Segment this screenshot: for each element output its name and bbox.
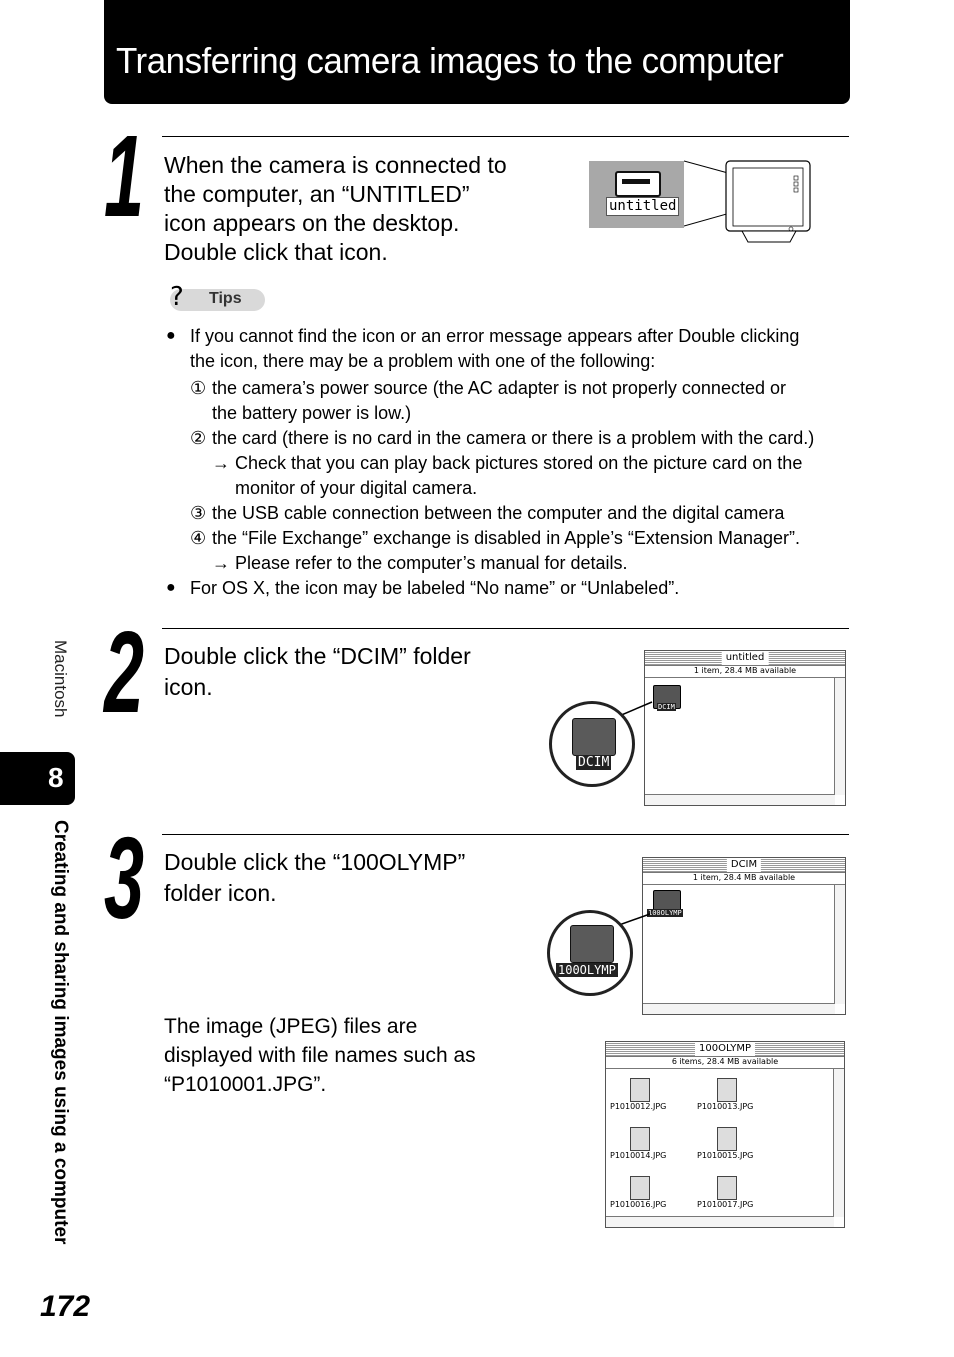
step2-text: Double click the “DCIM” folder icon.	[164, 641, 471, 703]
file-name: P1010016.JPG	[610, 1200, 667, 1209]
tip-line: Check that you can play back pictures st…	[235, 453, 803, 473]
disk-icon	[615, 171, 661, 197]
jpeg-file-icon[interactable]	[717, 1078, 737, 1102]
window-titlebar: DCIM	[643, 858, 845, 873]
window-title: DCIM	[726, 858, 762, 872]
title-bar: Transferring camera images to the comput…	[104, 0, 850, 104]
tip-item-3: the USB cable connection between the com…	[212, 503, 785, 523]
olymp-folder-label: 100OLYMP	[647, 909, 683, 917]
question-icon: ?	[170, 282, 184, 312]
file-name: P1010015.JPG	[697, 1151, 754, 1160]
jpeg-file-icon[interactable]	[630, 1078, 650, 1102]
page-title: Transferring camera images to the comput…	[116, 40, 784, 81]
tip-item-4-marker: ④	[190, 528, 207, 548]
chapter-number: 8	[48, 762, 64, 793]
vertical-scrollbar[interactable]	[833, 1069, 844, 1217]
tip-line: the icon, there may be a problem with on…	[190, 351, 656, 371]
step1-line: icon appears on the desktop.	[164, 210, 460, 236]
window-info: 1 item, 28.4 MB available	[645, 665, 845, 678]
tip-bullet-1: If you cannot find the icon or an error …	[190, 324, 855, 374]
chapter-tab: 8	[0, 752, 75, 805]
arrow-icon: →	[212, 553, 230, 573]
jpeg-file-icon[interactable]	[630, 1127, 650, 1151]
step1-line: Double click that icon.	[164, 239, 388, 265]
window-info: 6 items, 28.4 MB available	[606, 1056, 844, 1069]
tip-item-1: the camera’s power source (the AC adapte…	[212, 376, 857, 426]
step1-number: 1	[104, 111, 144, 241]
horizontal-scrollbar[interactable]	[643, 1003, 835, 1014]
note-line: displayed with file names such as	[164, 1044, 476, 1067]
chapter-title: Creating and sharing images using a comp…	[50, 820, 71, 1245]
tip-item-2: the card (there is no card in the camera…	[212, 428, 815, 448]
tip-item-4-note: Please refer to the computer’s manual fo…	[235, 553, 628, 573]
horizontal-scrollbar[interactable]	[645, 794, 835, 805]
step1-text: When the camera is connected to the comp…	[164, 151, 507, 267]
step3-number: 3	[104, 813, 144, 943]
tips-label: Tips	[209, 290, 242, 307]
bullet-icon: ●	[166, 579, 176, 596]
arrow-icon: →	[212, 453, 230, 473]
untitled-label: untitled	[606, 197, 680, 216]
monitor-illustration	[684, 160, 811, 243]
window-title: untitled	[721, 651, 769, 665]
dcim-zoom-label: DCIM	[576, 755, 612, 770]
vertical-scrollbar[interactable]	[834, 678, 845, 795]
window-titlebar: untitled	[645, 651, 845, 666]
step3-line: Double click the “100OLYMP”	[164, 849, 466, 875]
note-line: The image (JPEG) files are	[164, 1015, 418, 1038]
tip-line: monitor of your digital camera.	[235, 478, 478, 498]
tip-item-3-marker: ③	[190, 503, 207, 523]
jpeg-file-icon[interactable]	[630, 1176, 650, 1200]
untitled-window: untitled 1 item, 28.4 MB available DCIM	[644, 650, 846, 806]
file-name: P1010017.JPG	[697, 1200, 754, 1209]
tip-line: the camera’s power source (the AC adapte…	[212, 378, 786, 398]
dcim-window: DCIM 1 item, 28.4 MB available 100OLYMP	[642, 857, 846, 1015]
horizontal-scrollbar[interactable]	[606, 1216, 834, 1227]
folder-icon	[570, 925, 614, 963]
tip-item-4: the “File Exchange” exchange is disabled…	[212, 528, 801, 548]
olymp-zoom-label: 100OLYMP	[556, 963, 618, 977]
tip-line: the battery power is low.)	[212, 403, 412, 423]
step2-number: 2	[104, 607, 144, 737]
step1-line: the computer, an “UNTITLED”	[164, 181, 470, 207]
sidebar-section-label: Macintosh	[51, 640, 70, 718]
step3-line: folder icon.	[164, 880, 277, 906]
file-name: P1010013.JPG	[697, 1102, 754, 1111]
note-line: “P1010001.JPG”.	[164, 1073, 327, 1096]
tip-line: If you cannot find the icon or an error …	[190, 326, 800, 346]
tip-bullet-2: For OS X, the icon may be labeled “No na…	[190, 578, 680, 598]
page-number: 172	[40, 1290, 91, 1323]
window-title: 100OLYMP	[695, 1042, 755, 1056]
step2-line: icon.	[164, 674, 213, 700]
bullet-icon: ●	[166, 327, 176, 344]
dcim-zoom-circle: DCIM	[549, 701, 635, 787]
jpeg-file-icon[interactable]	[717, 1127, 737, 1151]
step1-divider	[162, 136, 849, 137]
step3-text: Double click the “100OLYMP” folder icon.	[164, 847, 465, 909]
step3-divider	[162, 834, 849, 835]
step2-line: Double click the “DCIM” folder	[164, 643, 471, 669]
jpeg-note: The image (JPEG) files are displayed wit…	[164, 1012, 476, 1099]
window-titlebar: 100OLYMP	[606, 1042, 844, 1057]
step1-line: When the camera is connected to	[164, 152, 507, 178]
vertical-scrollbar[interactable]	[834, 885, 845, 1004]
file-name: P1010012.JPG	[610, 1102, 667, 1111]
file-name: P1010014.JPG	[610, 1151, 667, 1160]
tip-item-2-marker: ②	[190, 428, 207, 448]
dcim-folder-label: DCIM	[657, 703, 676, 711]
folder-icon	[572, 718, 616, 756]
step2-divider	[162, 628, 849, 629]
jpeg-file-icon[interactable]	[717, 1176, 737, 1200]
tips-badge	[170, 289, 265, 311]
olymp-zoom-circle: 100OLYMP	[547, 910, 633, 996]
tip-item-1-marker: ①	[190, 378, 207, 398]
tip-item-2-note: Check that you can play back pictures st…	[235, 451, 855, 501]
window-info: 1 item, 28.4 MB available	[643, 872, 845, 885]
olymp-files-window: 100OLYMP 6 items, 28.4 MB available P101…	[605, 1041, 845, 1228]
untitled-disk-illustration: untitled	[589, 161, 684, 228]
